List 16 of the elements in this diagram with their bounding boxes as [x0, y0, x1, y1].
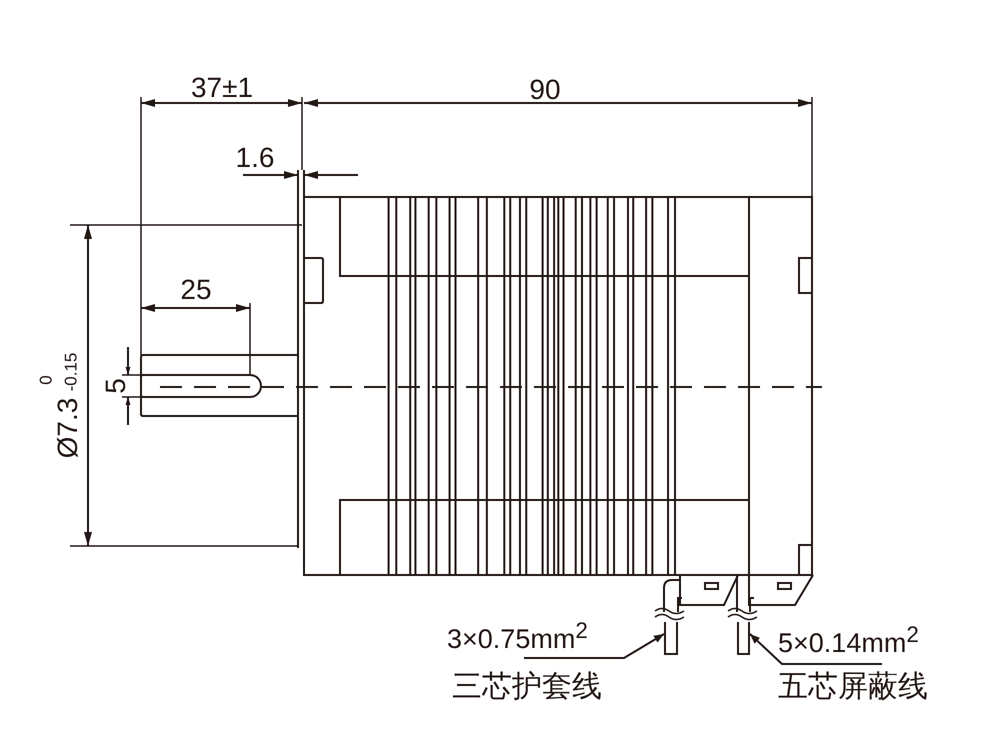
tolerance-text: -0.15: [62, 352, 80, 392]
dimension-text: 37±1: [190, 74, 254, 102]
wire-spec: 5×0.14mm$^{2}$: [778, 624, 919, 657]
dimension-text: Ø7.3: [54, 398, 82, 458]
cable-end: [664, 622, 678, 655]
dimension-text: 1.6: [236, 144, 274, 172]
leader-line: [524, 633, 665, 659]
tolerance-text: 0: [38, 375, 54, 385]
cable-end: [737, 622, 750, 655]
cable-name: 五芯屏蔽线: [778, 672, 928, 702]
dimension-text: 25: [180, 276, 212, 304]
dimension-text: 5: [102, 378, 130, 394]
leader-line: [749, 633, 882, 665]
dimension-text: 90: [529, 76, 561, 104]
cable-name: 三芯护套线: [452, 672, 602, 702]
wire-spec: 3×0.75mm$^{2}$: [447, 620, 588, 653]
